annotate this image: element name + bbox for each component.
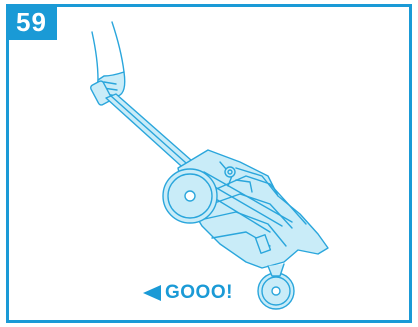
direction-text: GOOO! [165,282,233,304]
rear-wheel-icon [163,169,217,223]
arm-line [92,32,98,80]
front-wheel-icon [258,273,294,309]
direction-label: GOOO! [143,280,233,306]
left-arrow-icon [143,285,161,301]
arm-line [112,22,124,72]
